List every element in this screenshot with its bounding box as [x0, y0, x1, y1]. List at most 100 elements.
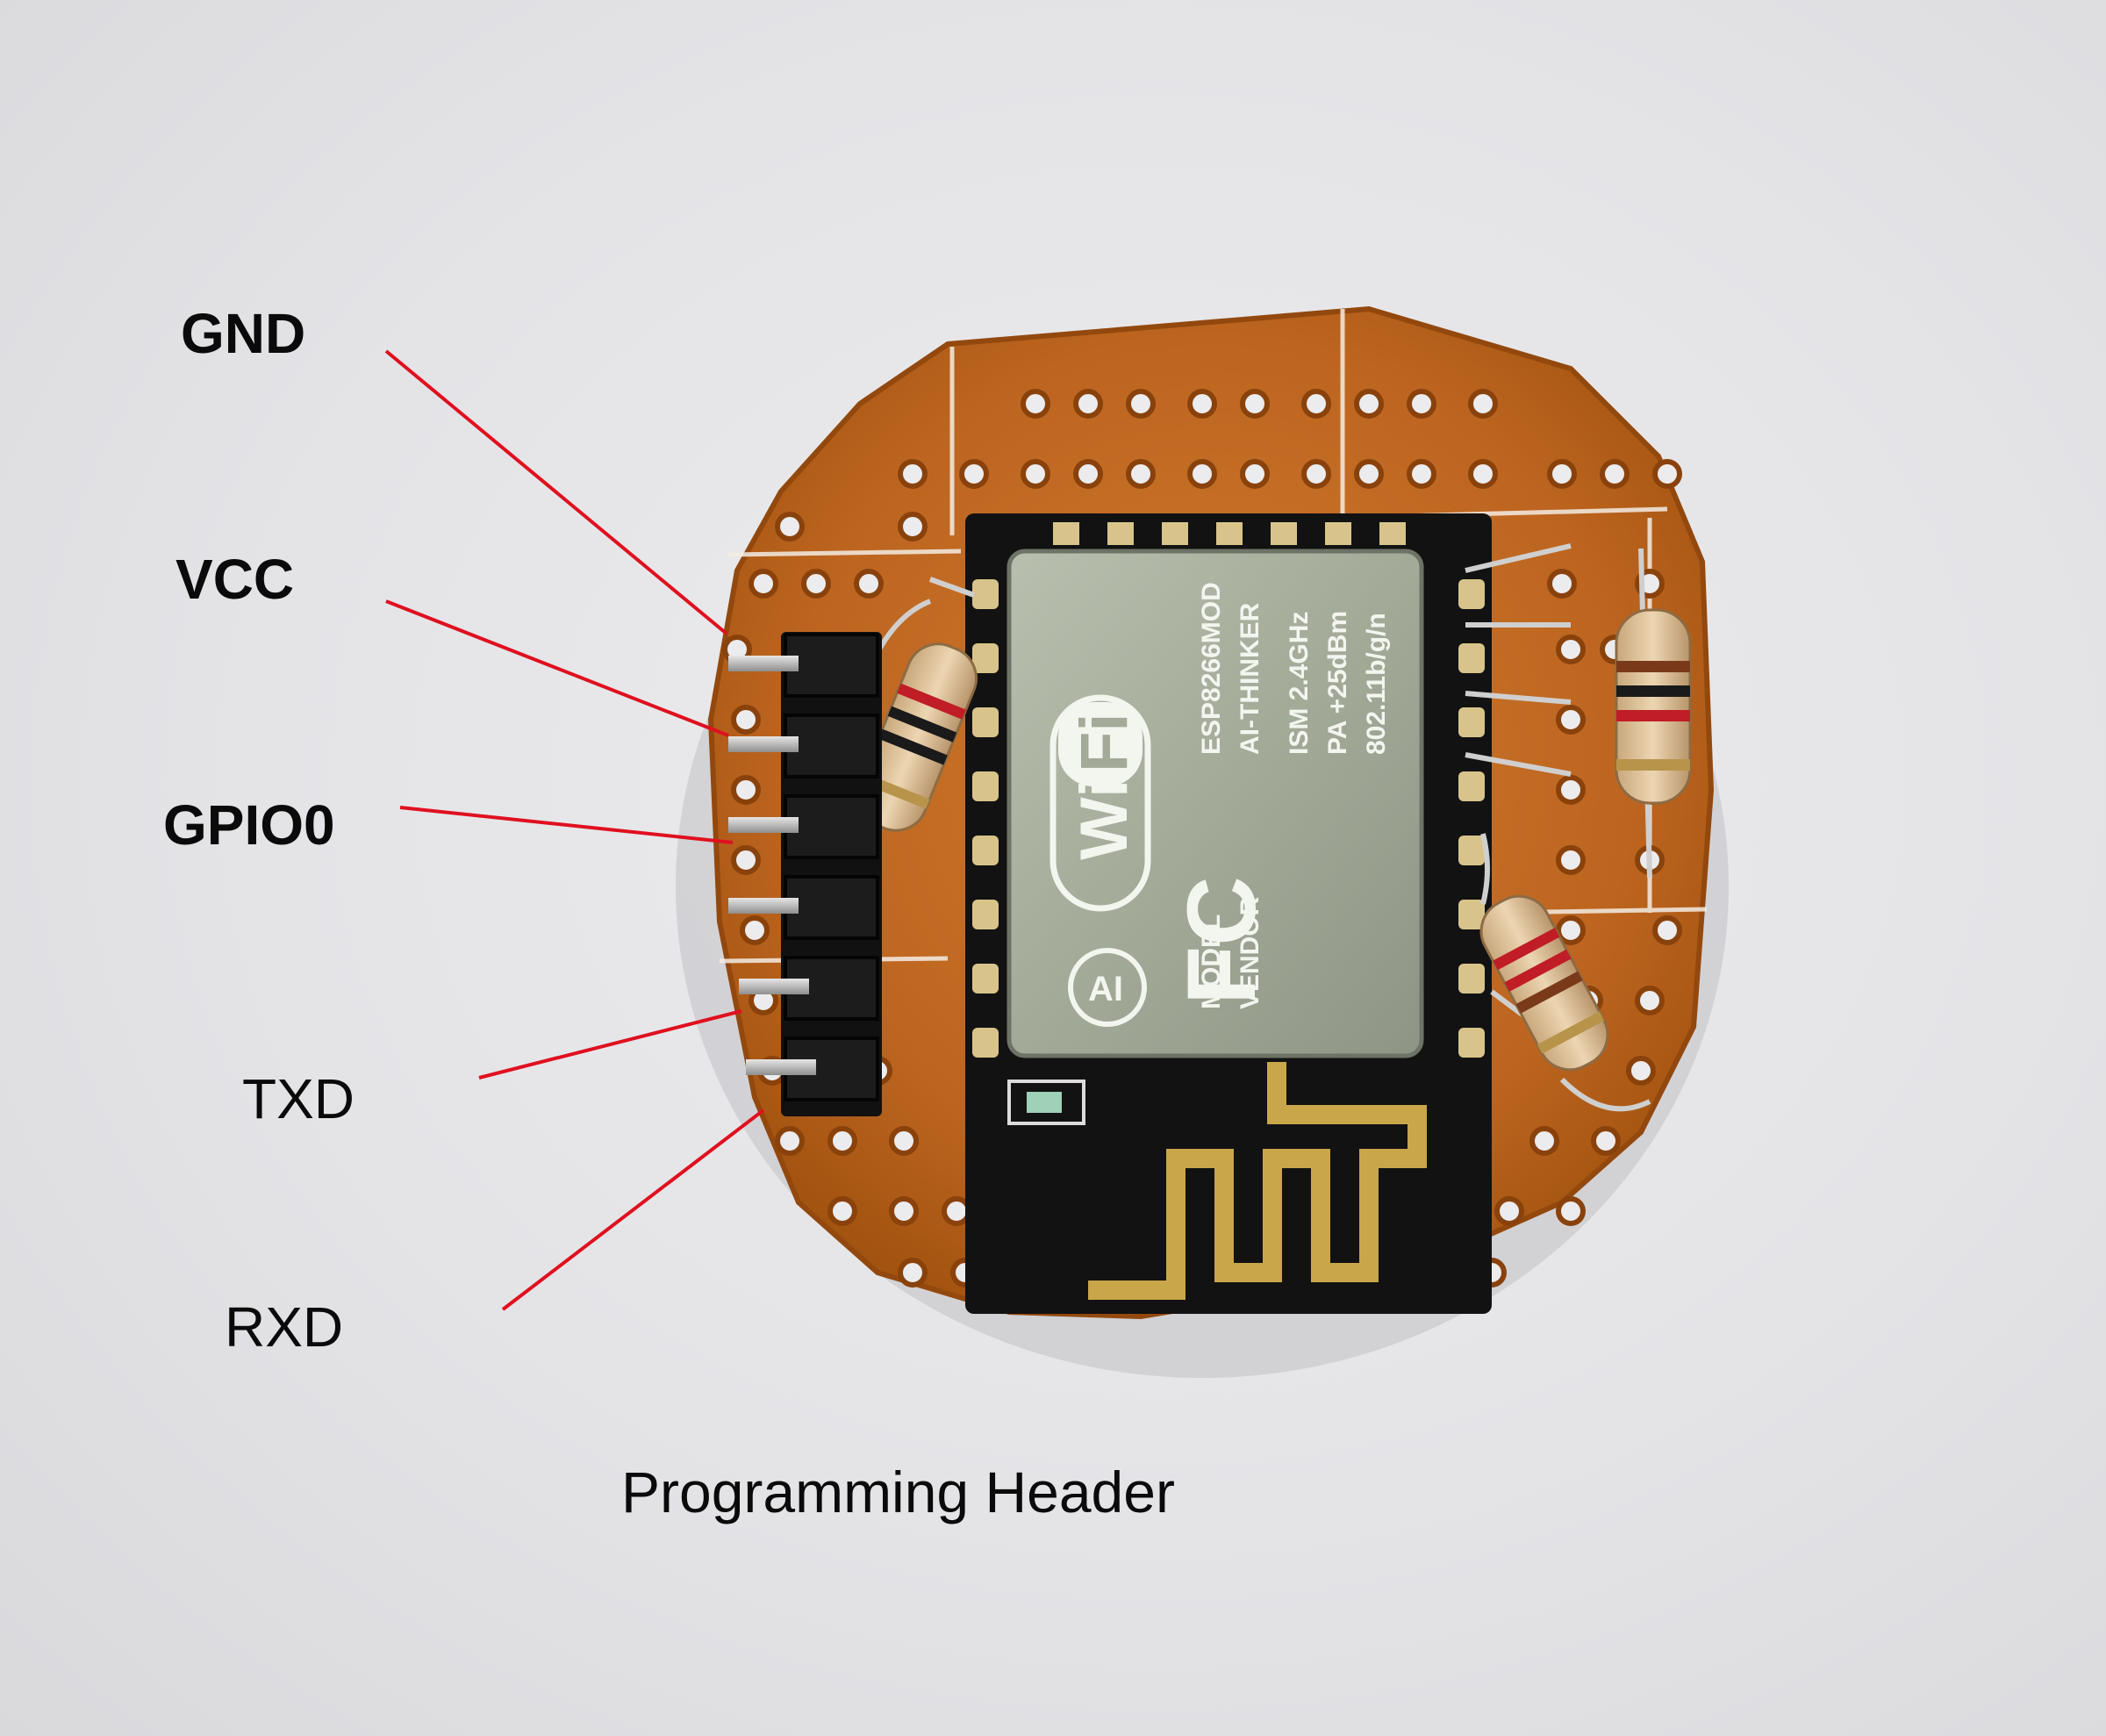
module-led-chip: [1027, 1092, 1062, 1113]
board-hole: [1494, 1196, 1524, 1226]
board-hole: [1407, 459, 1436, 489]
resistor-lower-right: [1479, 894, 1609, 1072]
header-pin: [739, 979, 809, 994]
ai-badge-text: AI: [1088, 970, 1123, 1008]
print-line-5: 802.11b/g/n: [1362, 613, 1391, 755]
header-pin: [746, 1059, 816, 1075]
module-pad: [1458, 643, 1485, 673]
board-hole: [1301, 459, 1331, 489]
module-led: [1007, 1080, 1085, 1125]
board-hole: [1240, 459, 1270, 489]
board-hole: [898, 512, 928, 542]
pointer-gpio0: [399, 806, 734, 844]
module-pad: [972, 1028, 999, 1058]
fcc-logo: FC: [1168, 876, 1276, 1005]
label-txd: TXD: [242, 1067, 355, 1130]
module-pad: [972, 900, 999, 929]
board-hole: [731, 845, 761, 875]
label-gnd: GND: [181, 302, 306, 365]
board-hole: [775, 512, 805, 542]
board-hole: [1073, 459, 1103, 489]
board-hole: [959, 459, 989, 489]
board-hole: [1468, 389, 1498, 419]
wifi-logo-right: Fi: [1067, 713, 1142, 772]
header-pin: [728, 898, 799, 914]
board-hole: [1652, 459, 1682, 489]
pcb-antenna: [1088, 1062, 1427, 1300]
board-hole: [1626, 1056, 1656, 1086]
module-pad: [972, 707, 999, 737]
print-line-4: PA +25dBm: [1323, 611, 1352, 755]
board-hole: [1652, 915, 1682, 945]
module-pad: [1216, 522, 1243, 545]
board-hole: [1556, 705, 1586, 735]
module-pad: [1458, 964, 1485, 994]
board-hole: [1556, 1196, 1586, 1226]
pointer-txd: [478, 1009, 742, 1080]
board-hole: [1187, 459, 1217, 489]
board-hole: [1556, 845, 1586, 875]
board-hole: [889, 1196, 919, 1226]
module-pad: [1107, 522, 1134, 545]
module-pad: [1053, 522, 1079, 545]
module-pad: [1379, 522, 1406, 545]
board-hole: [1635, 986, 1665, 1015]
pointer-gnd: [384, 349, 728, 635]
board-hole: [1354, 459, 1384, 489]
print-vendor: VENDOR: [1236, 896, 1264, 1009]
module-pad: [1271, 522, 1297, 545]
board-hole: [1126, 459, 1156, 489]
board-hole: [731, 705, 761, 735]
module-pad: [972, 836, 999, 865]
module-pad: [1458, 900, 1485, 929]
board-hole: [1021, 459, 1050, 489]
label-gpio0: GPIO0: [163, 793, 335, 857]
header-pin: [728, 817, 799, 833]
board-hole: [854, 569, 884, 599]
label-rxd: RXD: [225, 1295, 344, 1359]
board-hole: [1407, 389, 1436, 419]
board-hole: [1187, 389, 1217, 419]
board-hole: [1547, 569, 1577, 599]
board-hole: [1073, 389, 1103, 419]
board-hole: [1240, 389, 1270, 419]
programming-header: [728, 632, 882, 1116]
module-pad: [972, 771, 999, 801]
module-pad: [1458, 579, 1485, 609]
board-hole: [889, 1126, 919, 1156]
ai-badge-ring: [1068, 948, 1147, 1027]
label-vcc: VCC: [176, 548, 295, 611]
module-pad: [972, 579, 999, 609]
header-pin: [728, 656, 799, 671]
board-hole: [749, 569, 778, 599]
module-pad: [1325, 522, 1351, 545]
header-segment: [784, 794, 879, 859]
board-hole: [775, 1126, 805, 1156]
board-hole: [1556, 775, 1586, 805]
header-segment: [784, 714, 879, 778]
board-hole: [1600, 459, 1630, 489]
board-hole: [1301, 389, 1331, 419]
module-pad: [972, 643, 999, 673]
board-hole: [1591, 1126, 1621, 1156]
board-hole: [1354, 389, 1384, 419]
pointer-rxd: [501, 1108, 765, 1311]
header-segment: [784, 633, 879, 698]
header-pins: [728, 633, 879, 1101]
header-pin: [728, 736, 799, 752]
module-pad: [972, 964, 999, 994]
module-pad: [1458, 836, 1485, 865]
board-hole: [898, 1258, 928, 1288]
caption: Programming Header: [621, 1460, 1175, 1524]
module-pad: [1458, 771, 1485, 801]
module-pad: [1458, 1028, 1485, 1058]
header-segment: [784, 875, 879, 940]
module-pads: [972, 522, 1485, 1058]
module-pad: [1458, 707, 1485, 737]
print-line-2: AI-THINKER: [1236, 602, 1264, 755]
pointer-lines: [384, 349, 765, 1311]
shield-printing: Wi Fi AI FC ESP8266MOD AI-THINKER ISM 2.…: [1049, 582, 1391, 1027]
module-pad: [1162, 522, 1188, 545]
board-hole: [1529, 1126, 1559, 1156]
